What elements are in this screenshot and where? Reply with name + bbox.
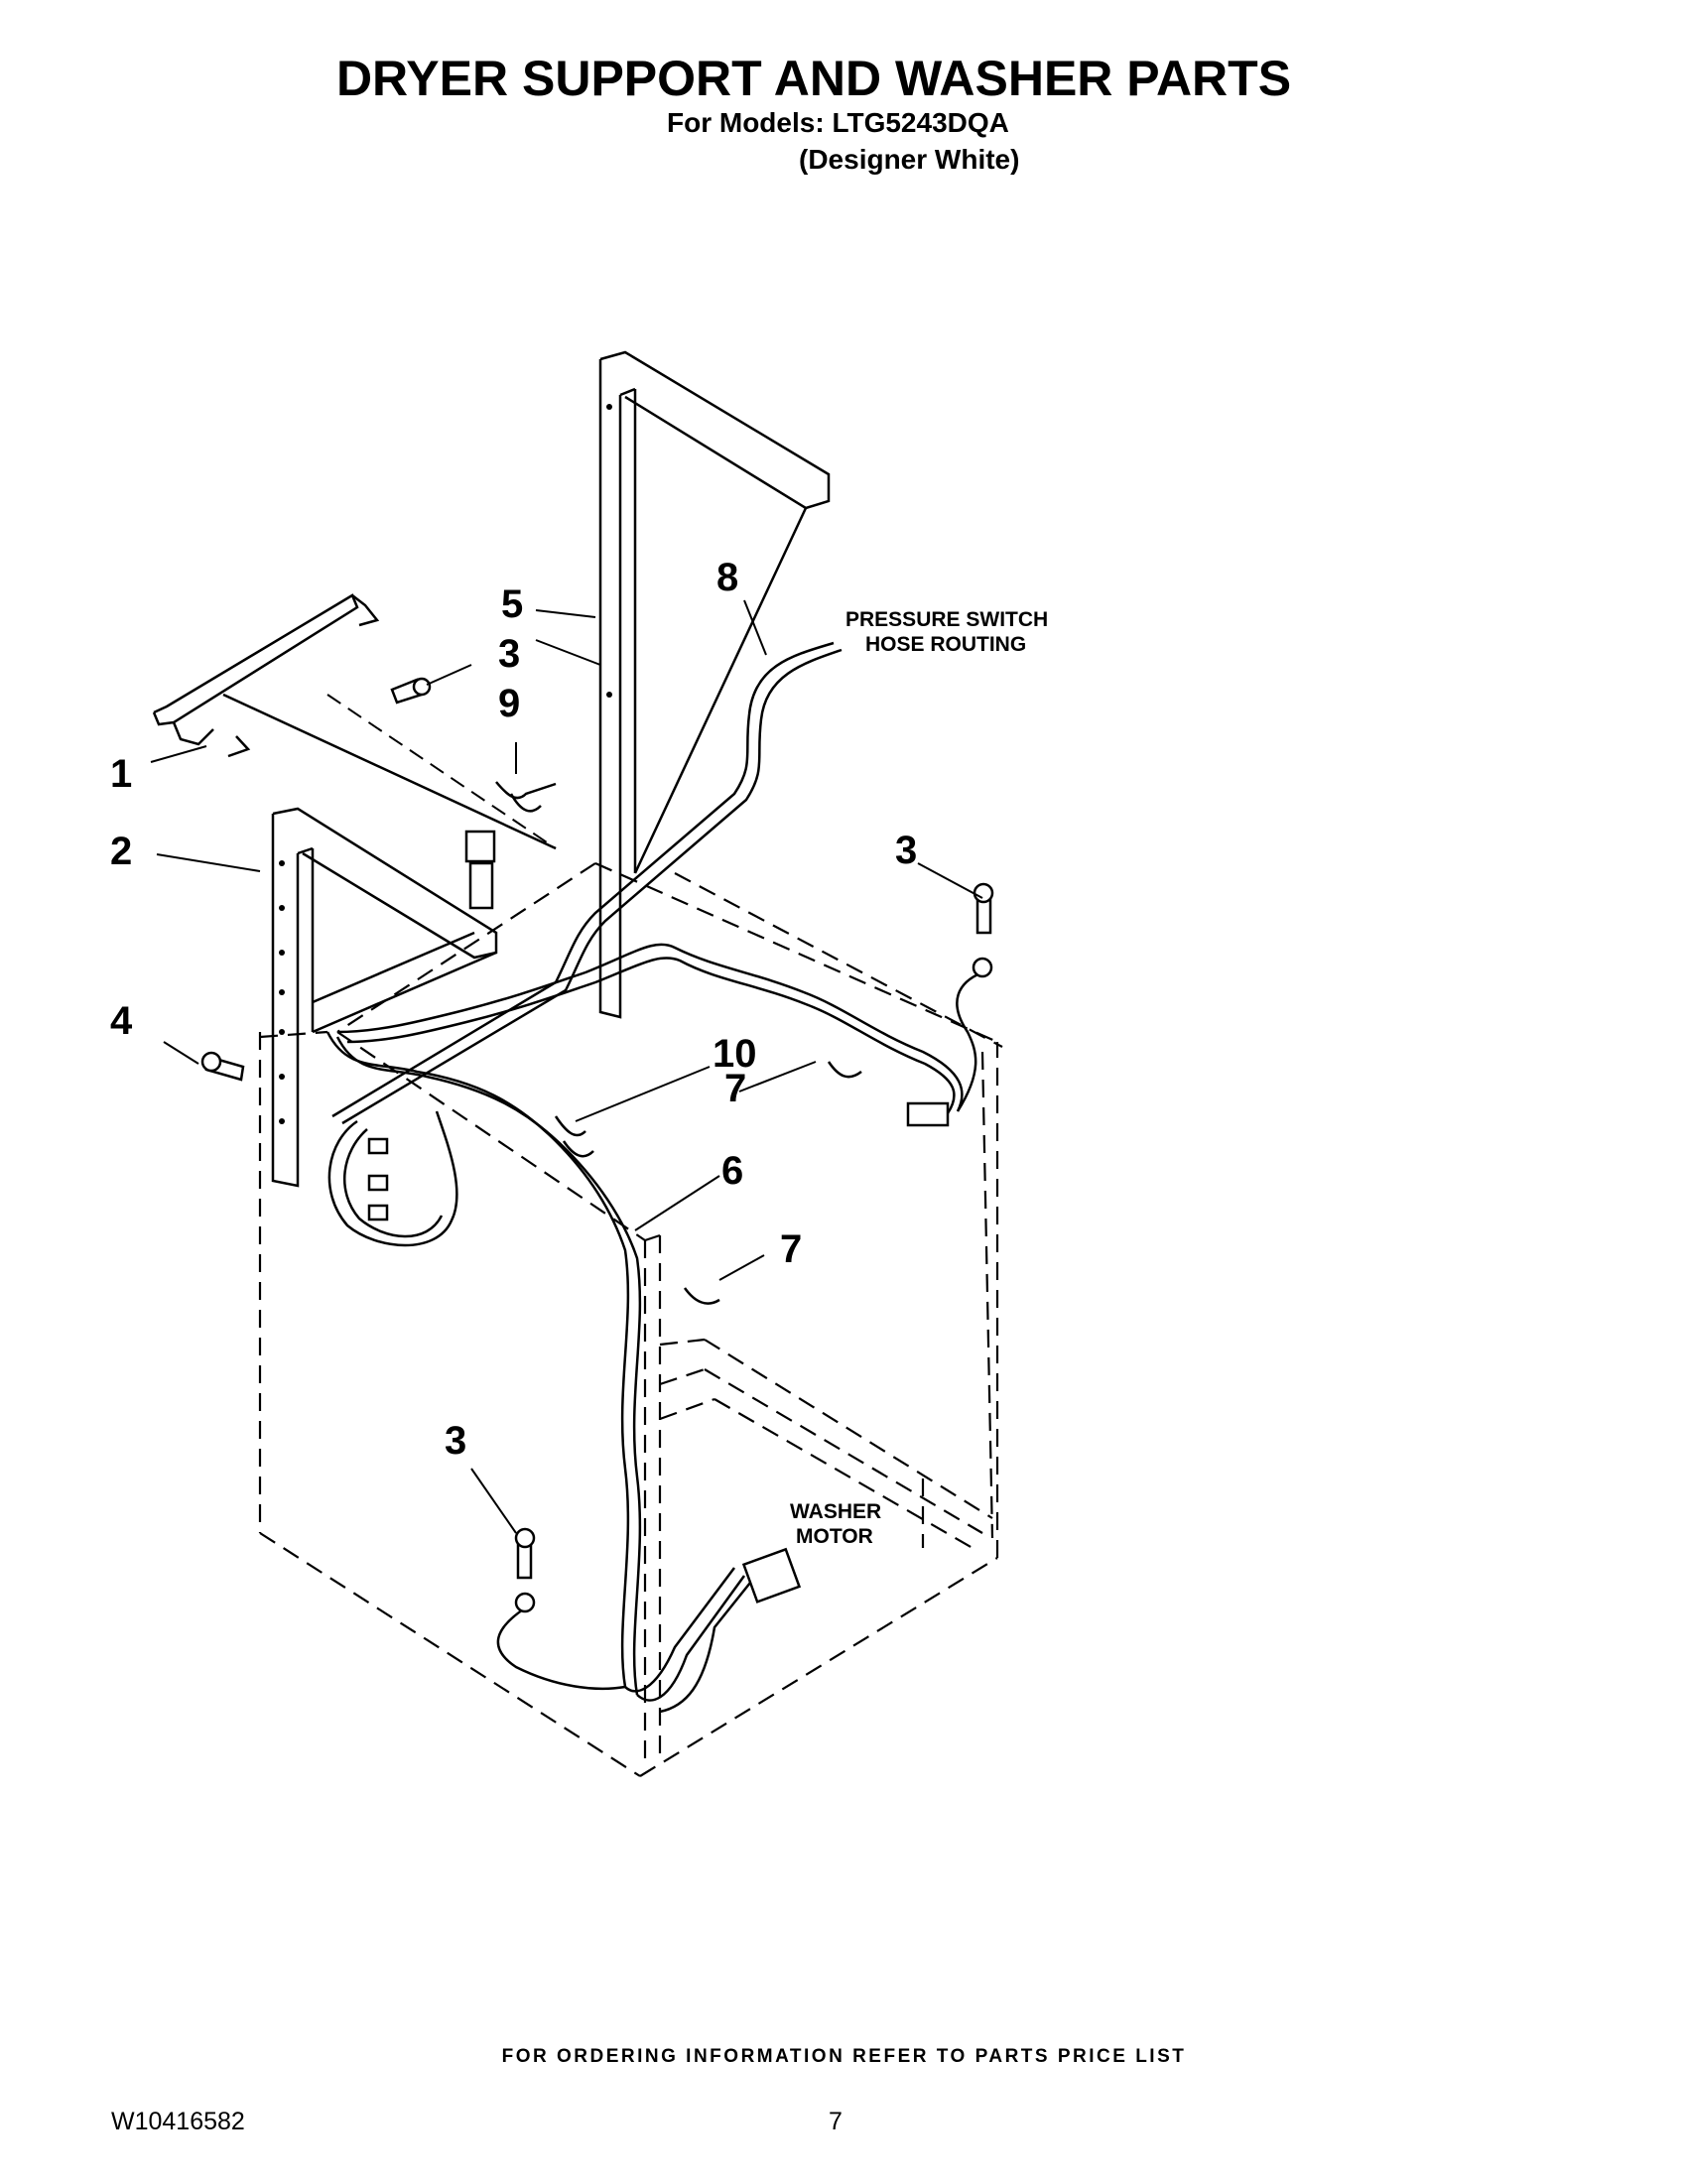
- color-line: (Designer White): [799, 144, 1020, 175]
- models-line: For Models: LTG5243DQA: [667, 107, 1009, 138]
- page-title: DRYER SUPPORT AND WASHER PARTS: [335, 51, 1292, 106]
- ordering-note: FOR ORDERING INFORMATION REFER TO PARTS …: [501, 2046, 1187, 2067]
- callout-4: 4: [110, 999, 133, 1043]
- document-id: W10416582: [111, 2108, 245, 2135]
- leader-lines: [150, 599, 983, 1534]
- callout-7-upper: 7: [724, 1067, 746, 1110]
- diagram-notes: PRESSURE SWITCH HOSE ROUTING WASHER MOTO…: [790, 608, 1048, 1548]
- callout-7-lower: 7: [780, 1227, 802, 1271]
- callout-3-right: 3: [895, 829, 917, 872]
- callout-8: 8: [716, 556, 738, 599]
- callout-5: 5: [501, 582, 523, 626]
- callout-1: 1: [110, 752, 132, 796]
- note-washer-motor-line1: WASHER: [790, 1500, 881, 1523]
- callout-6: 6: [721, 1149, 743, 1193]
- callout-2: 2: [110, 830, 132, 873]
- note-pressure-switch-line1: PRESSURE SWITCH: [845, 608, 1048, 631]
- right-dryer-support: [598, 350, 831, 1019]
- callout-labels: 1 2 3 3 3 3 4 5 6 7 7 8 9 10: [110, 556, 917, 1463]
- cabinet-outline: [258, 861, 1003, 1777]
- page-number: 7: [829, 2108, 843, 2135]
- callout-3-top: 3: [498, 632, 520, 676]
- clips: [495, 781, 862, 1305]
- note-washer-motor-line2: MOTOR: [796, 1525, 873, 1548]
- wire-harness: [325, 943, 983, 1714]
- connectors: [367, 830, 950, 1604]
- left-dryer-support: [271, 807, 498, 1188]
- top-bracket: [152, 593, 557, 850]
- note-pressure-switch-line2: HOSE ROUTING: [865, 633, 1026, 656]
- callout-3-bottom: 3: [445, 1419, 466, 1463]
- pressure-switch-hose: [331, 641, 843, 1125]
- callout-9: 9: [498, 682, 520, 725]
- callout-10: 10: [713, 1032, 757, 1076]
- screws: [200, 677, 994, 1613]
